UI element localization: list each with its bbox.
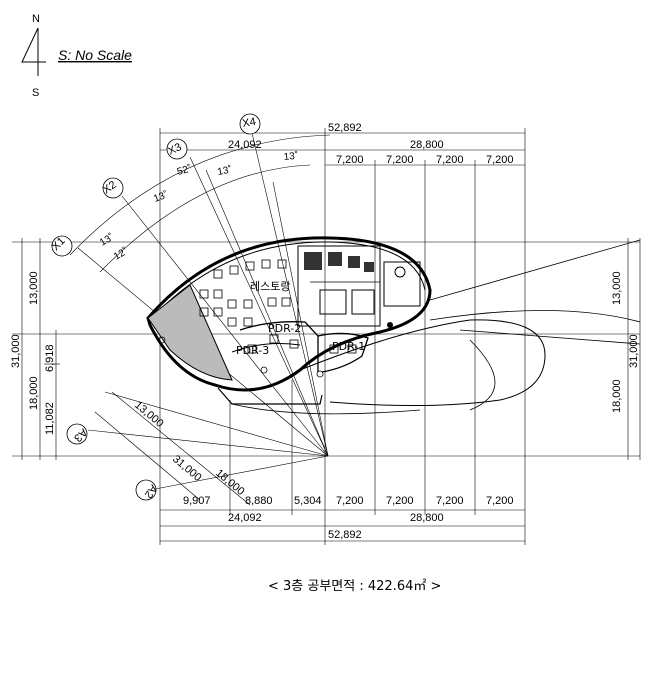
scale-note: S: No Scale	[58, 47, 132, 63]
axis-bubble	[239, 113, 261, 135]
room-restaurant: 레스토랑	[250, 280, 290, 293]
dim-left-lower: 18,000	[28, 376, 40, 410]
building-outline	[146, 236, 641, 415]
axis-label-x4: X4	[241, 116, 256, 130]
angle-label: 13˚	[283, 150, 298, 163]
dim-top-bay: 7,200	[336, 154, 364, 166]
angle-label: 12˚	[112, 245, 131, 263]
dim-bottom-segment: 9,907	[183, 495, 211, 507]
dim-top-overall: 52,892	[328, 122, 362, 134]
room-pdr3: PDR-3	[236, 344, 269, 357]
dim-bottom-segment: 5,304	[294, 495, 322, 507]
north-label: N	[32, 13, 40, 25]
room-pdr1: PDR-1	[332, 340, 365, 353]
axis-bubble	[166, 138, 188, 160]
north-arrow: N S	[21, 13, 46, 99]
dim-right-lower: 18,000	[611, 379, 623, 413]
angle-label: 52˚	[176, 163, 193, 178]
axis-bubble	[135, 479, 157, 501]
dim-bottom-segment: 8,880	[245, 495, 273, 507]
angle-label: 13˚	[98, 231, 117, 249]
dim-bottom-bay: 7,200	[436, 495, 464, 507]
dim-bottom-right: 28,800	[410, 512, 444, 524]
dim-left-lower2: 11,082	[44, 402, 56, 435]
dim-bottom-bay: 7,200	[386, 495, 414, 507]
dim-top-bay: 7,200	[436, 154, 464, 166]
dim-right-overall: 31,000	[628, 334, 640, 368]
dim-bottom-overall: 52,892	[328, 529, 362, 541]
dim-left-upper: 13,000	[28, 271, 40, 305]
axis-bubble	[66, 423, 88, 445]
dim-right-upper: 13,000	[611, 271, 623, 305]
angle-label: 13˚	[216, 164, 232, 178]
area-caption: < 3층 공부면적 : 422.64㎡ >	[268, 579, 441, 594]
dim-diag-1: 13,000	[132, 399, 165, 430]
south-label: S	[32, 87, 39, 99]
grid-lines	[12, 128, 641, 545]
dim-top-right: 28,800	[410, 139, 444, 151]
dim-bottom-bay: 7,200	[486, 495, 514, 507]
dim-top-bay: 7,200	[486, 154, 514, 166]
axis-label-x3: X3	[166, 141, 183, 158]
dim-bottom-bay: 7,200	[336, 495, 364, 507]
dim-top-bay: 7,200	[386, 154, 414, 166]
dim-left-mid: 6,918	[44, 344, 56, 372]
room-pdr2: PDR-2	[268, 322, 301, 335]
axis-bubble	[102, 177, 124, 199]
dim-top-left: 24,092	[228, 139, 262, 151]
axis-bubble	[51, 235, 73, 257]
dim-bottom-left: 24,092	[228, 512, 262, 524]
angle-label: 13˚	[152, 189, 170, 205]
dim-left-overall: 31,000	[10, 334, 22, 368]
